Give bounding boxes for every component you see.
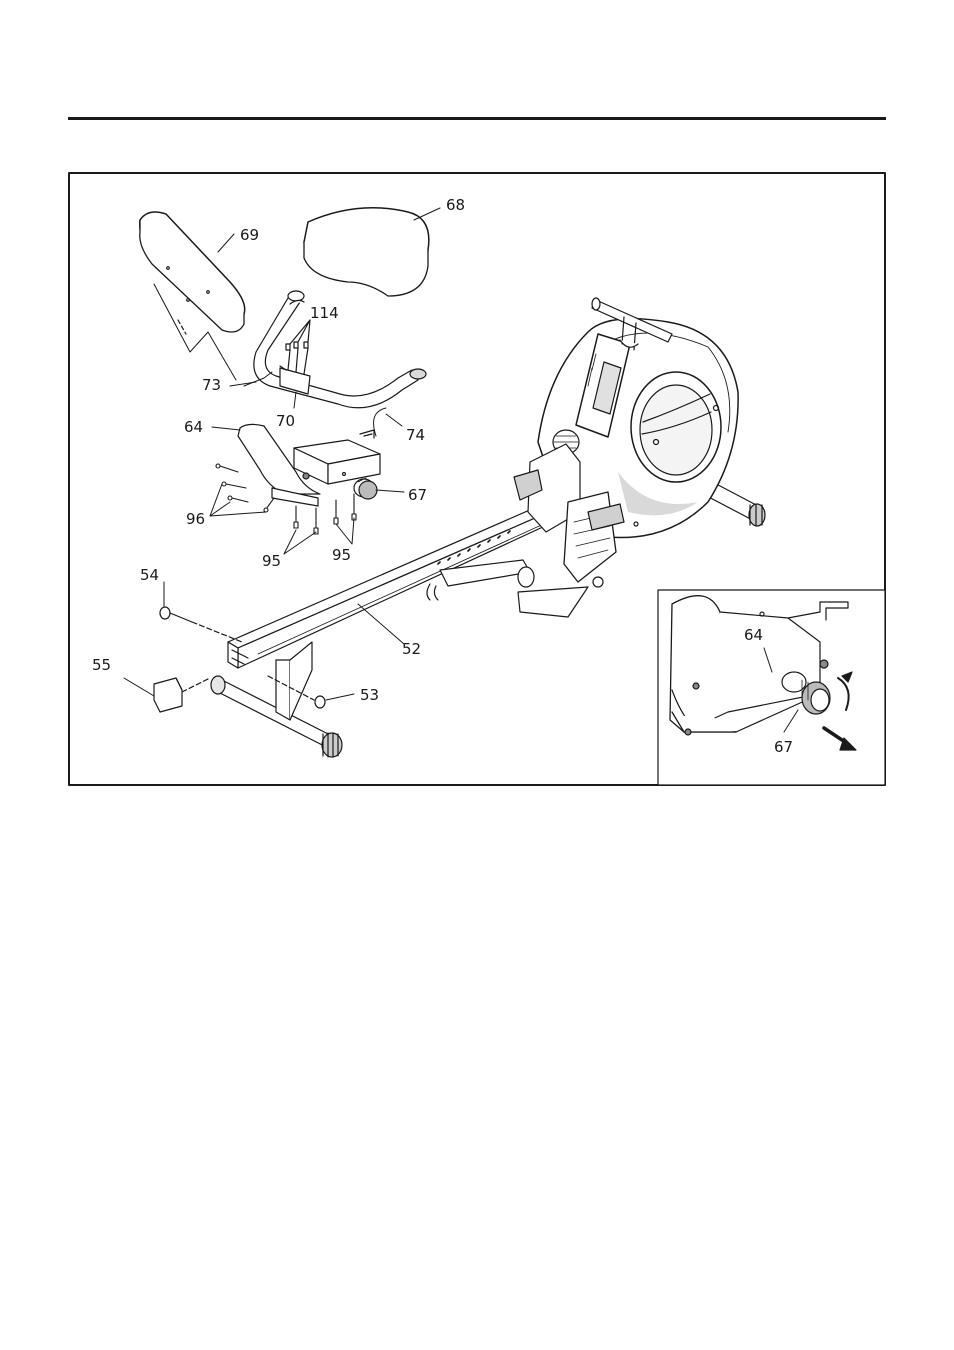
label-69: 69: [240, 226, 259, 244]
bracket-70: [280, 342, 310, 394]
label-73: 73: [202, 376, 221, 394]
inset-label-64: 64: [744, 626, 763, 644]
inset-detail: [658, 590, 885, 785]
label-52: 52: [402, 640, 421, 658]
exploded-assembly-diagram: 68 69 114 73 70 74 64 67 96 95 95 54 52 …: [68, 172, 886, 786]
label-68: 68: [446, 196, 465, 214]
label-95a: 95: [262, 552, 281, 570]
console-housing: [514, 298, 765, 587]
label-114: 114: [310, 304, 339, 322]
label-64: 64: [184, 418, 203, 436]
label-74: 74: [406, 426, 425, 444]
wire-74: [374, 408, 386, 436]
label-55: 55: [92, 656, 111, 674]
rail-52: [211, 502, 588, 757]
inset-label-67: 67: [774, 738, 793, 756]
label-54: 54: [140, 566, 159, 584]
bolt-54: [160, 607, 242, 642]
handlebar: [254, 291, 426, 408]
leader-114: [290, 320, 310, 344]
label-53: 53: [360, 686, 379, 704]
label-96: 96: [186, 510, 205, 528]
header-rule: [68, 117, 886, 120]
label-70: 70: [276, 412, 295, 430]
seat-68: [304, 208, 429, 296]
label-95b: 95: [332, 546, 351, 564]
knob-67: [354, 478, 377, 499]
backrest-69: [140, 212, 245, 332]
label-67: 67: [408, 486, 427, 504]
endcap-55: [154, 678, 210, 712]
